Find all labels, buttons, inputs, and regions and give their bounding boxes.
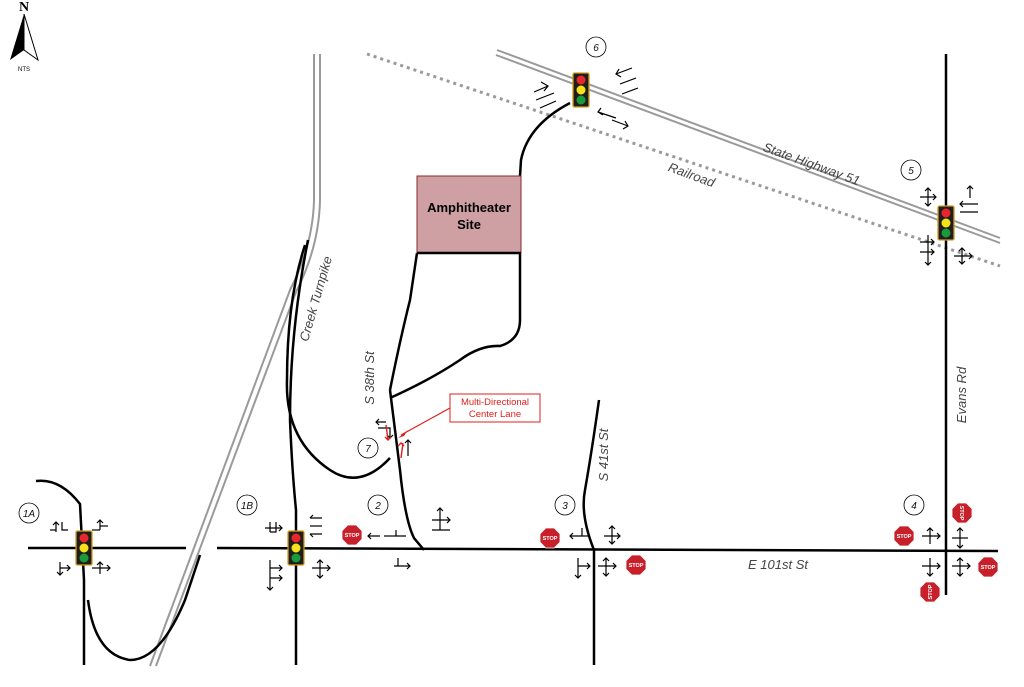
svg-text:6: 6 — [593, 43, 599, 54]
callout-line2: Center Lane — [469, 409, 521, 420]
svg-text:3: 3 — [562, 501, 568, 512]
lane-arrow-icon — [920, 185, 978, 266]
road-network — [28, 54, 999, 665]
north-letter: N — [19, 0, 29, 15]
site-label-line2: Site — [457, 217, 481, 232]
e101-road — [216, 546, 999, 553]
scale-note: NTS — [18, 67, 30, 73]
svg-text:STOP: STOP — [958, 506, 964, 521]
svg-text:7: 7 — [365, 444, 371, 455]
stop-sign-icon: STOP — [341, 524, 363, 546]
s41-road — [582, 399, 601, 665]
amphitheater-site: Amphitheater Site — [416, 175, 522, 255]
lane-arrow-icon — [569, 525, 621, 579]
intersection-markers: 1A 1B 2 3 4 5 6 7 — [18, 36, 925, 524]
svg-text:STOP: STOP — [629, 563, 644, 569]
stop-sign-icon: STOP — [539, 527, 561, 549]
lane-arrow-icon — [367, 507, 451, 570]
marker-7: 7 — [357, 437, 379, 459]
marker-4: 4 — [903, 494, 925, 516]
traffic-signal-icon — [937, 205, 955, 241]
amph-west-road — [388, 252, 419, 391]
marker-3: 3 — [554, 494, 576, 516]
lane-arrows — [50, 67, 978, 591]
stop-sign-icon: STOP — [919, 581, 941, 603]
traffic-signals — [75, 72, 955, 566]
turnpike-ramp — [285, 244, 391, 479]
stop-sign-icon: STOP — [625, 554, 647, 576]
svg-text:1A: 1A — [23, 509, 36, 520]
callout-line1: Multi-Directional — [461, 397, 529, 408]
label-s41: S 41st St — [596, 427, 611, 481]
road-to-6 — [518, 101, 571, 177]
label-e101: E 101st St — [748, 557, 809, 572]
svg-text:STOP: STOP — [543, 536, 558, 542]
marker-2: 2 — [367, 494, 389, 516]
amph-east-road — [389, 253, 522, 400]
svg-text:1B: 1B — [241, 501, 254, 512]
road-1a — [35, 479, 86, 665]
label-highway: State Highway 51 — [761, 139, 862, 188]
lane-arrow-icon — [50, 519, 111, 576]
lane-arrow-icon — [922, 527, 971, 577]
center-lane-callout: Multi-Directional Center Lane — [398, 393, 541, 438]
marker-1a: 1A — [18, 502, 40, 524]
svg-text:2: 2 — [374, 501, 381, 512]
svg-text:STOP: STOP — [928, 584, 934, 599]
s38-road — [388, 389, 425, 551]
lane-arrow-icon — [265, 514, 331, 591]
svg-text:5: 5 — [908, 166, 914, 177]
creek-turnpike — [149, 54, 321, 667]
stop-signs: STOP STOP STOP STOP STOP STOP STOP — [341, 502, 999, 603]
highway-51 — [495, 49, 1001, 244]
road-1a-loop — [86, 554, 202, 662]
svg-text:STOP: STOP — [897, 534, 912, 540]
svg-text:4: 4 — [911, 501, 917, 512]
north-arrow-icon — [10, 14, 24, 60]
marker-5: 5 — [900, 159, 922, 181]
label-s38: S 38th St — [362, 350, 377, 405]
label-evans: Evans Rd — [954, 366, 969, 423]
stop-sign-icon: STOP — [951, 502, 973, 524]
site-label-line1: Amphitheater — [427, 200, 511, 215]
center-lane-arrows — [384, 424, 405, 459]
svg-text:STOP: STOP — [345, 533, 360, 539]
svg-text:STOP: STOP — [981, 565, 996, 571]
marker-1b: 1B — [236, 494, 258, 516]
north-arrow: N NTS — [10, 0, 39, 73]
traffic-signal-icon — [75, 530, 93, 566]
stop-sign-icon: STOP — [977, 556, 999, 578]
lane-arrow-icon — [533, 67, 639, 130]
traffic-signal-icon — [287, 530, 305, 566]
stop-sign-icon: STOP — [893, 525, 915, 547]
traffic-signal-icon — [572, 72, 590, 108]
marker-6: 6 — [585, 36, 607, 58]
